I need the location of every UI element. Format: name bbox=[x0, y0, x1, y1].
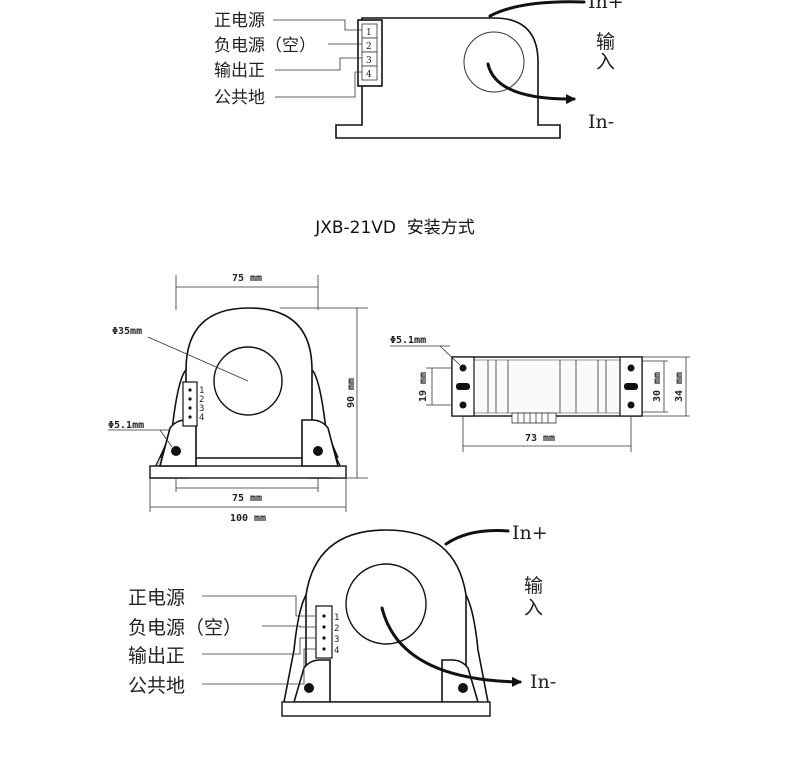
bottom-center-hole bbox=[345, 563, 427, 645]
top-leader-lines bbox=[273, 19, 362, 98]
bottom-label-positive-power: 正电源 bbox=[128, 587, 185, 609]
top-pin-1: 1 bbox=[366, 28, 372, 38]
front-pin-1: 1 bbox=[199, 386, 204, 396]
bottom-in-plus: In+ bbox=[512, 522, 548, 544]
bottom-connector bbox=[315, 605, 333, 659]
bottom-base bbox=[281, 701, 491, 717]
front-left-mount-hole bbox=[171, 446, 181, 456]
side-right-bottom-hole bbox=[627, 401, 635, 409]
side-left-height: 19 mm bbox=[418, 372, 429, 402]
bottom-label-output-positive: 输出正 bbox=[128, 645, 185, 667]
top-wiring-diagram: 1 2 3 4 正电源 负电源（空） 输出正 公共地 In+ In- 输 入 bbox=[214, 0, 624, 139]
top-label-positive-power: 正电源 bbox=[214, 11, 265, 31]
side-view: Φ5.1mm 19 mm 73 mm 30 mm 34 mm bbox=[390, 335, 690, 452]
front-base-inner: 75 mm bbox=[232, 493, 262, 504]
bottom-input-label-2: 入 bbox=[524, 597, 543, 619]
top-input-plus-wire bbox=[488, 0, 586, 18]
top-input-label-1: 输 bbox=[596, 31, 615, 53]
top-pin-4: 4 bbox=[366, 70, 372, 80]
front-hole-dia: Φ35mm bbox=[112, 326, 142, 337]
side-left-slot bbox=[456, 383, 470, 390]
bottom-pin-3: 3 bbox=[334, 635, 339, 645]
front-base-outer: 100 mm bbox=[230, 513, 266, 524]
bottom-right-mount-hole bbox=[458, 683, 468, 693]
side-length: 73 mm bbox=[525, 433, 555, 444]
front-top-width: 75 mm bbox=[232, 273, 262, 284]
front-connector bbox=[182, 381, 198, 427]
bottom-wiring-diagram: 1 2 3 4 正电源 负电源（空） 输出正 公共地 In+ In- 输 入 bbox=[128, 522, 556, 717]
bottom-left-mount-hole bbox=[304, 683, 314, 693]
front-view: 75 mm Φ35mm 1 2 3 4 Φ5.1mm bbox=[108, 273, 368, 524]
bottom-label-negative-power: 负电源（空） bbox=[128, 617, 242, 639]
front-base bbox=[149, 465, 347, 479]
installation-title: JXB-21VD 安装方式 bbox=[314, 218, 475, 238]
side-right-slot bbox=[624, 383, 638, 390]
top-pin-3: 3 bbox=[366, 56, 372, 66]
side-height-inner: 30 mm bbox=[652, 372, 663, 402]
top-label-common-ground: 公共地 bbox=[214, 88, 265, 108]
front-pin-4: 4 bbox=[199, 413, 204, 423]
bottom-input-label-1: 输 bbox=[524, 575, 543, 597]
bottom-pin-2: 2 bbox=[334, 624, 339, 634]
top-input-label-2: 入 bbox=[596, 51, 615, 73]
side-left-bottom-hole bbox=[459, 401, 467, 409]
top-in-plus: In+ bbox=[588, 0, 624, 13]
bottom-label-common-ground: 公共地 bbox=[128, 675, 185, 697]
front-height: 90 mm bbox=[346, 378, 357, 408]
bottom-pin-4: 4 bbox=[334, 646, 339, 656]
front-right-mount-hole bbox=[313, 446, 323, 456]
top-in-minus: In- bbox=[588, 111, 614, 133]
bottom-input-plus-wire bbox=[444, 529, 510, 546]
top-label-output-positive: 输出正 bbox=[214, 61, 265, 81]
top-label-negative-power: 负电源（空） bbox=[214, 36, 316, 56]
side-height-outer: 34 mm bbox=[674, 372, 685, 402]
side-mount-hole: Φ5.1mm bbox=[390, 335, 426, 346]
side-left-top-hole bbox=[459, 364, 467, 372]
top-input-wire bbox=[486, 62, 576, 105]
bottom-pin-1: 1 bbox=[334, 613, 339, 623]
side-right-top-hole bbox=[627, 364, 635, 372]
top-connector: 1 2 3 4 bbox=[357, 19, 383, 87]
bottom-input-wire bbox=[380, 606, 522, 687]
bottom-leader-lines bbox=[202, 595, 316, 685]
top-sensor-body bbox=[335, 17, 561, 139]
front-pin-2: 2 bbox=[199, 395, 204, 405]
front-mount-hole: Φ5.1mm bbox=[108, 420, 144, 431]
bottom-in-minus: In- bbox=[530, 671, 556, 693]
front-pin-3: 3 bbox=[199, 404, 204, 414]
top-pin-2: 2 bbox=[366, 42, 372, 52]
